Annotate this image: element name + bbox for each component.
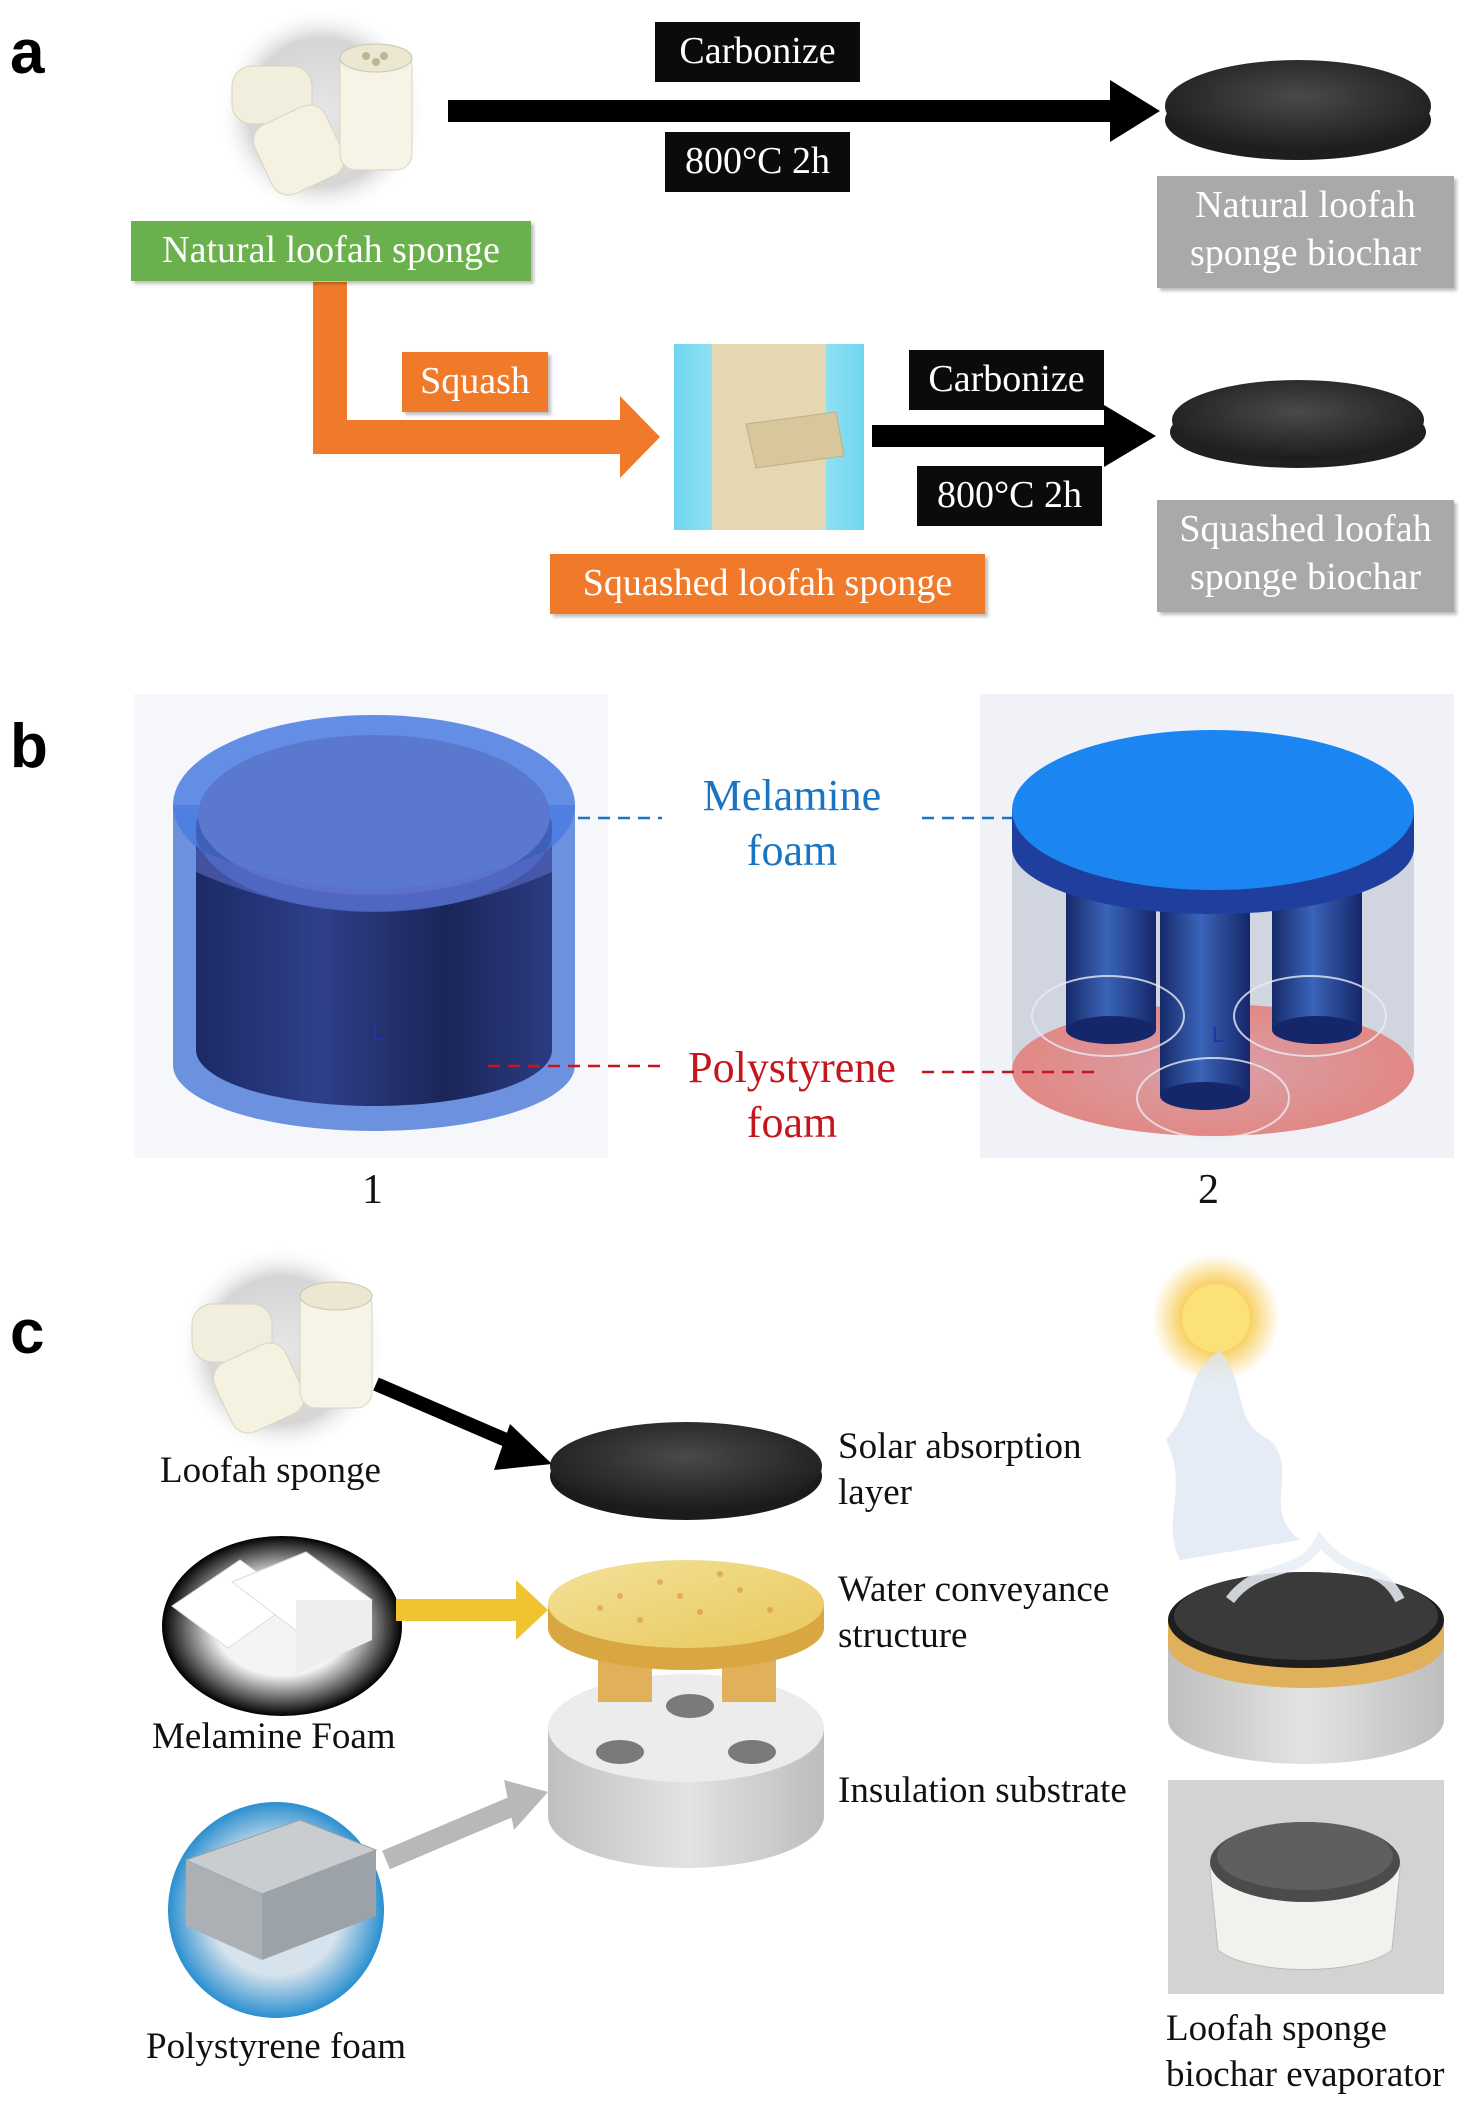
melamine-label-line1: Melamine bbox=[702, 771, 882, 820]
panel-label-a: a bbox=[10, 18, 45, 87]
melamine-foam-label: Melamine foam bbox=[662, 768, 922, 878]
water-label-line1: Water conveyance bbox=[838, 1569, 1110, 1610]
polystyrene-photo bbox=[168, 1802, 384, 2018]
natural-biochar-label-line1: Natural loofah bbox=[1195, 184, 1416, 226]
panel-label-b: b bbox=[10, 712, 48, 781]
design-2-render: L bbox=[980, 694, 1454, 1158]
design-1-label: 1 bbox=[362, 1167, 383, 1213]
insulation-substrate bbox=[548, 1674, 824, 1868]
water-conveyance-label: Water conveyance structure bbox=[838, 1567, 1109, 1660]
melamine-label-line2: foam bbox=[746, 826, 838, 875]
squash-label: Squash bbox=[402, 352, 548, 412]
squashed-sponge-photo bbox=[674, 344, 864, 530]
polystyrene-to-insulation-arrow bbox=[382, 1780, 548, 1870]
squashed-biochar-label-line1: Squashed loofah bbox=[1179, 508, 1432, 550]
design-1-render: L bbox=[134, 694, 608, 1158]
temperature-label-top: 800°C 2h bbox=[665, 132, 850, 192]
svg-text:L: L bbox=[1212, 1022, 1224, 1047]
carbonize-arrow-bottom bbox=[872, 405, 1156, 467]
carbonize-label-top: Carbonize bbox=[655, 22, 860, 82]
natural-sponge-label: Natural loofah sponge bbox=[131, 221, 531, 281]
evaporator-photo bbox=[1168, 1780, 1444, 1994]
squashed-sponge-label: Squashed loofah sponge bbox=[550, 554, 985, 614]
polystyrene-foam-label: Polystyrene foam bbox=[662, 1040, 922, 1150]
sun-icon bbox=[1152, 1254, 1280, 1382]
squashed-biochar-disk bbox=[1170, 380, 1426, 468]
loofah-photo-c bbox=[177, 1245, 387, 1455]
evaporator-label-line2: biochar evaporator bbox=[1166, 2054, 1445, 2096]
svg-text:L: L bbox=[372, 1020, 384, 1045]
melamine-foam-photo-label: Melamine Foam bbox=[152, 1716, 396, 1757]
evaporator-label-line1: Loofah sponge bbox=[1166, 2008, 1387, 2049]
loofah-sponge-label: Loofah sponge bbox=[160, 1450, 381, 1491]
squashed-biochar-label-line2: sponge biochar bbox=[1189, 555, 1422, 598]
panel-label-c: c bbox=[10, 1298, 45, 1367]
solar-label-line1: Solar absorption bbox=[838, 1426, 1082, 1467]
evaporator-render bbox=[1166, 1350, 1444, 1764]
design-2-label: 2 bbox=[1198, 1167, 1219, 1213]
carbonize-label-bottom: Carbonize bbox=[909, 350, 1104, 410]
melamine-to-water-arrow bbox=[396, 1580, 548, 1640]
squashed-biochar-label: Squashed loofah sponge biochar bbox=[1157, 500, 1454, 612]
natural-biochar-label: Natural loofah sponge biochar bbox=[1157, 176, 1454, 288]
polystyrene-leader-lines bbox=[488, 1064, 1094, 1074]
polystyrene-label-line1: Polystyrene bbox=[688, 1043, 896, 1092]
natural-biochar-label-line2: sponge biochar bbox=[1189, 231, 1422, 274]
solar-absorption-layer-label: Solar absorption layer bbox=[838, 1424, 1082, 1517]
polystyrene-label-line2: foam bbox=[746, 1098, 838, 1147]
insulation-substrate-label: Insulation substrate bbox=[838, 1770, 1127, 1811]
water-conveyance-structure bbox=[548, 1560, 824, 1702]
solar-label-line2: layer bbox=[838, 1472, 912, 1514]
squash-arrow bbox=[313, 282, 660, 478]
melamine-photo bbox=[162, 1536, 402, 1716]
temperature-label-bottom: 800°C 2h bbox=[917, 466, 1102, 526]
polystyrene-foam-photo-label: Polystyrene foam bbox=[146, 2026, 406, 2067]
carbonize-arrow-top bbox=[448, 80, 1160, 142]
water-label-line2: structure bbox=[838, 1615, 968, 1657]
evaporator-label: Loofah sponge biochar evaporator bbox=[1166, 2006, 1444, 2099]
natural-biochar-disk bbox=[1165, 60, 1431, 160]
loofah-photo-a bbox=[217, 7, 427, 217]
solar-absorption-layer bbox=[550, 1422, 822, 1520]
loofah-to-solar-arrow bbox=[373, 1377, 552, 1470]
